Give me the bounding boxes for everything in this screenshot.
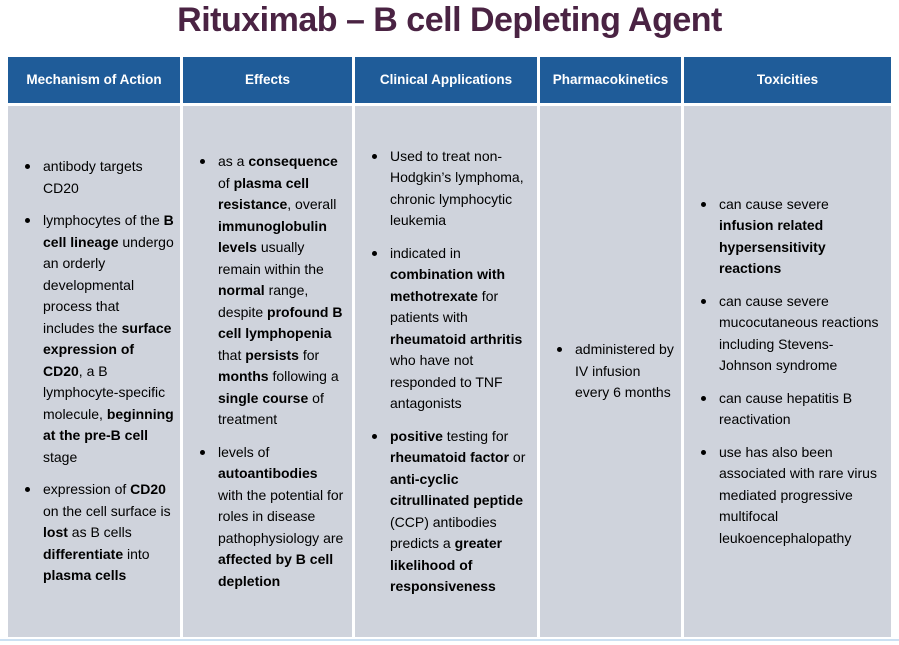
bullet-icon: [557, 347, 562, 353]
bullet-text: Used to treat non-Hodgkin’s lymphoma, ch…: [390, 147, 524, 229]
page-title: Rituximab – B cell Depleting Agent: [177, 1, 722, 39]
table-body-row: antibody targets CD20 lymphocytes of the …: [8, 106, 891, 637]
header-pharmacokinetics: Pharmacokinetics: [540, 57, 681, 103]
bullet-text: use has also been associated with rare v…: [719, 443, 877, 546]
header-effects: Effects: [183, 57, 352, 103]
bullet-item: levels of autoantibodies with the potent…: [193, 442, 346, 593]
bullet-text: indicated in combination with methotrexa…: [390, 244, 523, 412]
bullet-text: expression of CD20 on the cell surface i…: [43, 481, 171, 584]
bottom-divider: [0, 639, 899, 641]
bullet-icon: [25, 487, 30, 493]
cell-toxicities: can cause severe infusion related hypers…: [684, 106, 891, 637]
bullet-text: can cause severe infusion related hypers…: [719, 195, 829, 277]
bullet-icon: [701, 449, 706, 455]
bullet-text: positive testing for rheumatoid factor o…: [390, 427, 526, 595]
cell-effects: as a consequence of plasma cell resistan…: [183, 106, 352, 637]
header-toxicities: Toxicities: [684, 57, 891, 103]
bullet-item: positive testing for rheumatoid factor o…: [365, 426, 531, 598]
bullet-text: lymphocytes of the B cell lineage underg…: [43, 212, 174, 465]
bullet-icon: [200, 159, 205, 164]
bullet-item: can cause severe mucocutaneous reactions…: [694, 291, 885, 377]
bullet-icon: [701, 298, 706, 304]
cell-pharmacokinetics: administered by IV infusion every 6 mont…: [540, 106, 681, 637]
bullet-icon: [25, 218, 30, 224]
bullet-item: as a consequence of plasma cell resistan…: [193, 151, 346, 431]
bullet-item: can cause severe infusion related hypers…: [694, 194, 885, 280]
bullet-item: expression of CD20 on the cell surface i…: [18, 479, 174, 587]
bullet-item: Used to treat non-Hodgkin’s lymphoma, ch…: [365, 146, 531, 232]
bullet-text: can cause hepatitis B reactivation: [719, 389, 853, 428]
bullet-text: can cause severe mucocutaneous reactions…: [719, 292, 879, 374]
bullet-text: levels of autoantibodies with the potent…: [218, 443, 344, 589]
bullet-icon: [701, 395, 706, 401]
cell-mechanism-of-action: antibody targets CD20 lymphocytes of the …: [8, 106, 180, 637]
bullet-icon: [200, 449, 205, 455]
drug-table: Mechanism of Action Effects Clinical App…: [8, 57, 891, 637]
bullet-icon: [372, 153, 377, 159]
bullet-icon: [372, 433, 377, 439]
cell-clinical-applications: Used to treat non-Hodgkin’s lymphoma, ch…: [355, 106, 537, 637]
bullet-icon: [25, 164, 30, 170]
bullet-item: administered by IV infusion every 6 mont…: [550, 339, 675, 404]
bullet-icon: [372, 250, 377, 256]
table-header-row: Mechanism of Action Effects Clinical App…: [8, 57, 891, 103]
bullet-item: lymphocytes of the B cell lineage underg…: [18, 210, 174, 468]
header-clinical-applications: Clinical Applications: [355, 57, 537, 103]
bullet-item: antibody targets CD20: [18, 156, 174, 199]
header-mechanism-of-action: Mechanism of Action: [8, 57, 180, 103]
bullet-text: administered by IV infusion every 6 mont…: [575, 341, 674, 401]
bullet-item: indicated in combination with methotrexa…: [365, 243, 531, 415]
bullet-item: can cause hepatitis B reactivation: [694, 388, 885, 431]
bullet-item: use has also been associated with rare v…: [694, 442, 885, 550]
bullet-text: as a consequence of plasma cell resistan…: [218, 153, 343, 427]
bullet-icon: [701, 201, 706, 207]
bullet-text: antibody targets CD20: [43, 158, 143, 196]
